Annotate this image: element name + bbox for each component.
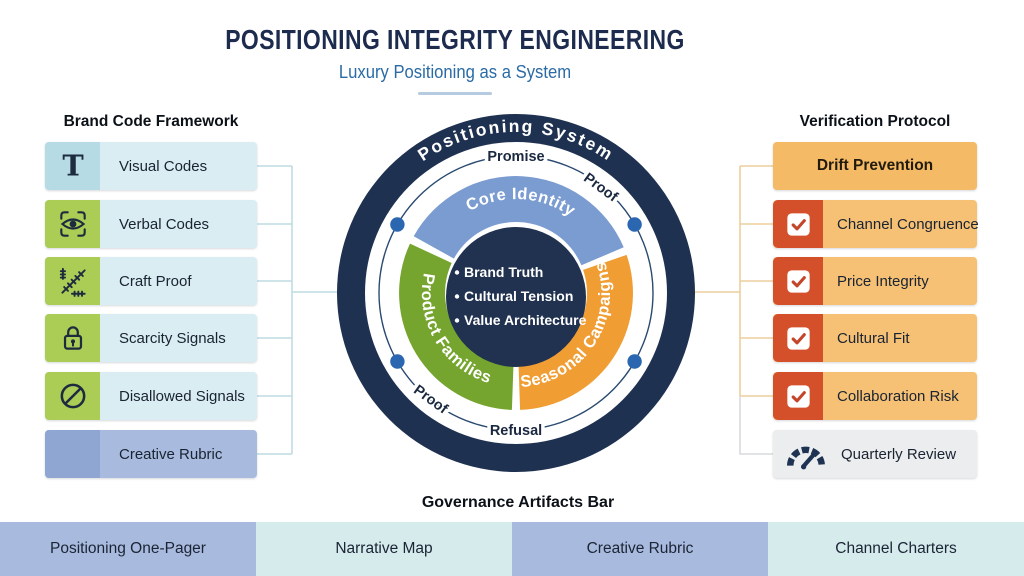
framework-item-craft-proof: Craft Proof <box>45 257 257 305</box>
lock-icon <box>63 326 82 350</box>
bullet-dot <box>454 318 460 323</box>
item-icon-tile <box>773 372 823 420</box>
hub-item: Value Architecture <box>464 312 587 328</box>
protocol-item-drift-prevention: Drift Prevention <box>773 142 977 190</box>
item-icon-tile <box>45 372 100 420</box>
marker-promise: Promise <box>487 149 544 165</box>
orbit-nodes <box>390 217 642 369</box>
gauge-icon <box>787 446 825 469</box>
protocol-item-cultural-fit: Cultural Fit <box>773 314 977 362</box>
orbit-line <box>378 155 654 431</box>
artifact-label: Channel Charters <box>835 540 957 557</box>
item-icon-tile <box>45 430 100 478</box>
item-label: Collaboration Risk <box>837 387 959 405</box>
bullet-dot <box>454 294 460 299</box>
item-icon-tile <box>45 314 100 362</box>
item-label: Price Integrity <box>837 272 929 290</box>
checkbox-icon <box>786 384 810 408</box>
positioning-wheel: Positioning System Core Identity Product… <box>337 114 695 472</box>
page-title: POSITIONING INTEGRITY ENGINEERING <box>225 24 685 55</box>
header: POSITIONING INTEGRITY ENGINEERING Luxury… <box>0 24 910 95</box>
governance-bar-title: Governance Artifacts Bar <box>421 494 615 511</box>
checkbox-icon <box>786 269 810 293</box>
framework-item-disallowed-signals: Disallowed Signals <box>45 372 257 420</box>
hub-bullet-list: Brand Truth Cultural Tension Value Archi… <box>454 264 587 328</box>
framework-item-scarcity-signals: Scarcity Signals <box>45 314 257 362</box>
serif-t-icon: T <box>62 149 84 183</box>
artifact-label: Creative Rubric <box>586 540 694 557</box>
item-label: Cultural Fit <box>837 329 910 347</box>
artifact-segment-channel-charters: Channel Charters <box>768 522 1024 576</box>
framework-item-verbal-codes: Verbal Codes <box>45 200 257 248</box>
checkbox-icon <box>786 212 810 236</box>
artifact-label: Positioning One-Pager <box>50 540 206 557</box>
stitch-icon <box>59 267 86 297</box>
item-label: Craft Proof <box>119 272 192 290</box>
svg-text:T: T <box>62 149 84 183</box>
segment-core-identity <box>413 176 624 266</box>
marker-refusal: Refusal <box>490 423 542 439</box>
item-label: Creative Rubric <box>119 445 223 463</box>
item-label: Visual Codes <box>119 157 208 175</box>
segment-product-families <box>399 243 514 410</box>
artifact-segment-creative-rubric: Creative Rubric <box>512 522 768 576</box>
hub <box>446 227 586 367</box>
item-label: Verbal Codes <box>119 215 210 233</box>
artifact-segment-narrative-map: Narrative Map <box>256 522 512 576</box>
bullet-dot <box>454 270 460 275</box>
hub-item: Brand Truth <box>464 264 543 280</box>
item-icon-tile <box>773 257 823 305</box>
item-label: Quarterly Review <box>841 445 957 463</box>
quarterly-connector <box>739 396 773 455</box>
item-icon-tile <box>45 257 100 305</box>
item-icon-tile <box>45 200 100 248</box>
artifact-segment-positioning-one-pager: Positioning One-Pager <box>0 522 256 576</box>
protocol-item-collaboration-risk: Collaboration Risk <box>773 372 977 420</box>
item-label: Drift Prevention <box>816 157 934 174</box>
artifact-label: Narrative Map <box>335 540 433 557</box>
item-label: Scarcity Signals <box>119 329 226 347</box>
no-entry-icon <box>60 383 85 409</box>
framework-item-visual-codes: T Visual Codes <box>45 142 257 190</box>
item-icon-tile: T <box>45 142 100 190</box>
protocol-item-price-integrity: Price Integrity <box>773 257 977 305</box>
item-icon-tile <box>773 314 823 362</box>
left-panel-title: Brand Code Framework <box>63 113 239 130</box>
item-icon-tile <box>773 200 823 248</box>
item-label: Channel Congruence <box>837 215 979 233</box>
protocol-item-channel-congruence: Channel Congruence <box>773 200 979 248</box>
hub-item: Cultural Tension <box>464 288 573 304</box>
gauge-icon-wrap <box>785 438 827 471</box>
item-label: Disallowed Signals <box>119 387 245 405</box>
eye-scan-icon <box>59 211 86 237</box>
framework-item-creative-rubric: Creative Rubric <box>45 430 257 478</box>
checkbox-icon <box>786 326 810 350</box>
protocol-item-quarterly-review: Quarterly Review <box>773 430 977 478</box>
right-panel-title: Verification Protocol <box>799 113 951 130</box>
page-subtitle: Luxury Positioning as a System <box>338 61 572 82</box>
subtitle-underline <box>418 92 492 95</box>
